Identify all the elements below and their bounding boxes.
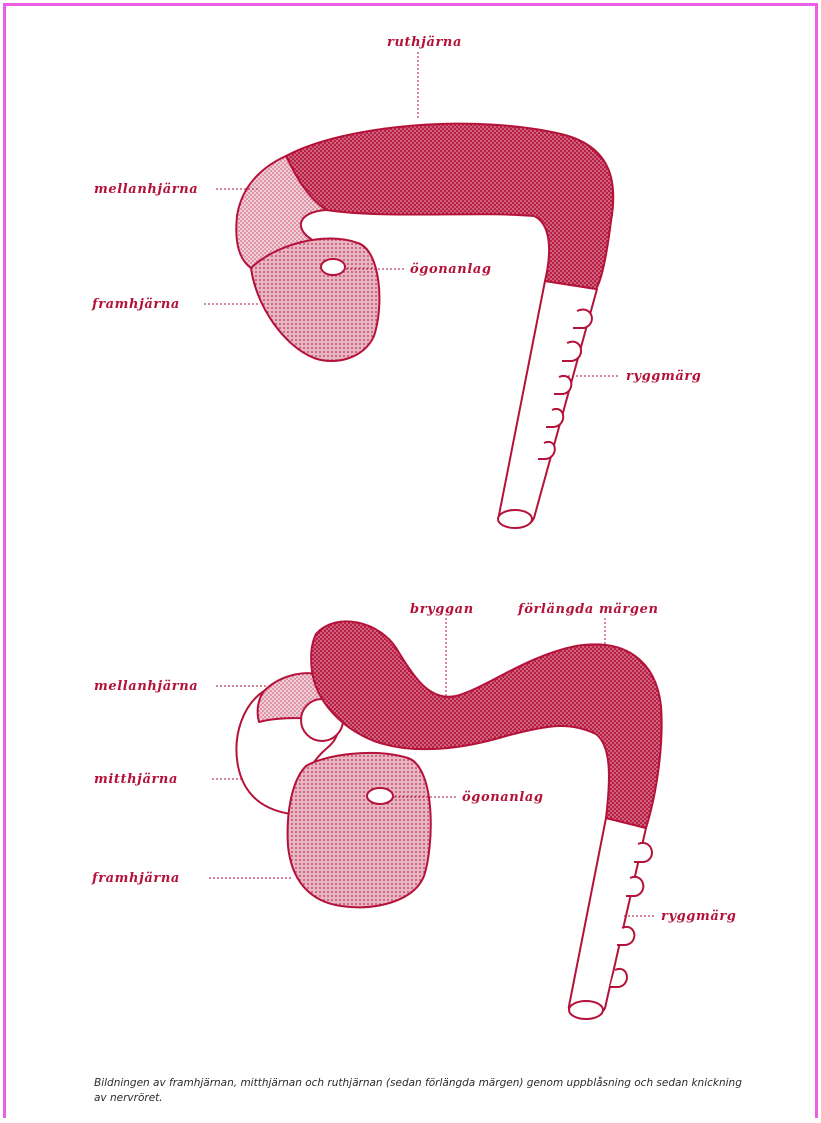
label-top-ogonanlag: ögonanlag (410, 262, 492, 277)
label-bottom-ryggmarg: ryggmärg (661, 909, 737, 924)
label-bottom-ogonanlag: ögonanlag (462, 790, 544, 805)
label-bottom-mitthjarna: mitthjärna (94, 772, 178, 787)
top-framhjarna-shape (251, 238, 379, 361)
top-eye-anlage (321, 259, 345, 275)
label-top-ruthjarna: ruthjärna (387, 35, 462, 50)
page-frame: ruthjärna mellanhjärna framhjärna ögonan… (3, 3, 818, 1118)
top-spinal-cord-end (498, 510, 532, 528)
top-diagram (204, 52, 619, 528)
label-top-mellanhjarna: mellanhjärna (94, 182, 198, 197)
brain-development-diagram: ruthjärna mellanhjärna framhjärna ögonan… (6, 6, 821, 1066)
bottom-framhjarna-shape (288, 753, 431, 907)
bottom-eye-anlage (367, 788, 393, 804)
label-bottom-bryggan: bryggan (410, 602, 474, 617)
bottom-spinal-cord-end (569, 1001, 603, 1019)
label-bottom-framhjarna: framhjärna (91, 871, 180, 886)
label-bottom-mellanhjarna: mellanhjärna (94, 679, 198, 694)
label-top-ryggmarg: ryggmärg (626, 369, 702, 384)
figure-caption: Bildningen av framhjärnan, mitthjärnan o… (94, 1076, 754, 1106)
label-bottom-forlangda-margen: förlängda märgen (517, 602, 659, 617)
bottom-spinal-cord (569, 818, 646, 1017)
bottom-diagram (209, 618, 662, 1019)
label-top-framhjarna: framhjärna (91, 297, 180, 312)
